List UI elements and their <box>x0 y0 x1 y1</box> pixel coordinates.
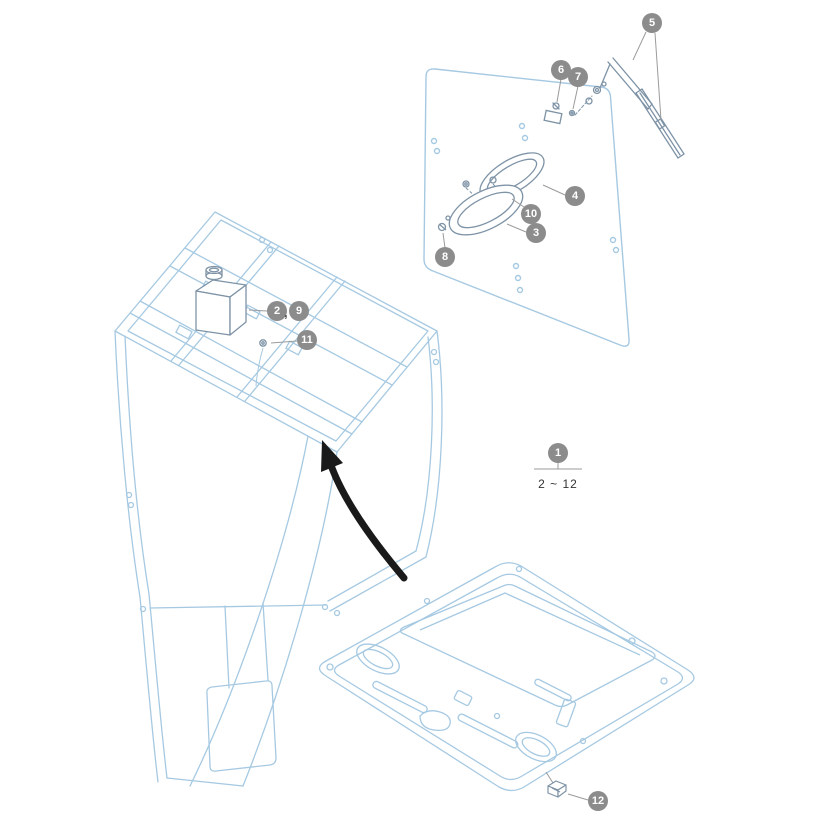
callout-8[interactable]: 8 <box>435 247 455 267</box>
assembly-range-label: 2 ~ 12 <box>538 477 578 491</box>
callout-pair-separator: , <box>284 305 288 320</box>
mirror-assembly <box>437 152 545 236</box>
cab-frame-drawing <box>114 211 443 787</box>
wiper-assembly <box>543 57 685 159</box>
callout-3[interactable]: 3 <box>526 223 546 243</box>
clip-part <box>255 339 267 387</box>
callout-6[interactable]: 6 <box>551 60 571 80</box>
washer-tank <box>195 265 247 336</box>
callout-11[interactable]: 11 <box>297 330 317 350</box>
mirror-screw <box>437 215 451 232</box>
callout-leader-lines <box>248 31 662 801</box>
callout-7[interactable]: 7 <box>568 67 588 87</box>
wiper-screws <box>543 95 593 125</box>
callout-2[interactable]: 2 <box>267 301 287 321</box>
callout-12[interactable]: 12 <box>588 791 608 811</box>
callout-9[interactable]: 9 <box>289 301 309 321</box>
mirror-head <box>448 184 524 236</box>
callout-4[interactable]: 4 <box>565 186 585 206</box>
wiper-blade <box>635 88 685 159</box>
part-12 <box>545 771 567 798</box>
callout-1[interactable]: 1 <box>548 443 568 463</box>
direction-arrow <box>321 440 408 582</box>
callout-5[interactable]: 5 <box>642 13 662 33</box>
callout-10[interactable]: 10 <box>521 204 541 224</box>
roof-panel <box>318 562 695 792</box>
tank-cap <box>205 265 223 281</box>
